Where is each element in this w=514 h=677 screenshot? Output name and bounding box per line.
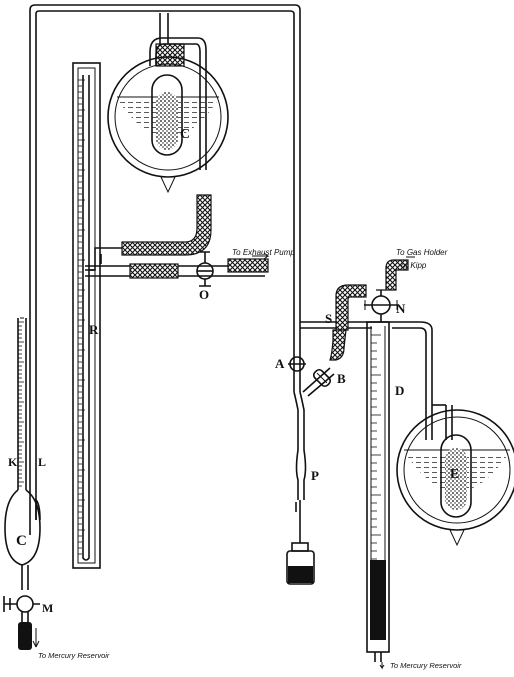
burette-d: D To Mercury Reservoir — [366, 321, 462, 670]
note-reservoir-right: To Mercury Reservoir — [390, 661, 462, 670]
manometer-r: R — [72, 62, 101, 569]
rubber-connector-upper — [85, 194, 212, 271]
exhaust-line: O To Exhaust Pump — [85, 248, 295, 302]
label-p: P — [311, 468, 319, 483]
label-m: M — [42, 601, 53, 615]
flask-e: E — [396, 400, 514, 547]
label-o: O — [199, 287, 209, 302]
label-a: A — [275, 356, 285, 371]
overhead-tube — [29, 4, 301, 535]
label-k: K — [8, 455, 18, 469]
label-r: R — [89, 322, 99, 337]
label-d: D — [395, 383, 404, 398]
note-exhaust: To Exhaust Pump — [232, 248, 295, 257]
label-c-left: C — [16, 533, 27, 549]
label-l: L — [38, 455, 46, 469]
middle-assembly: A B P — [275, 320, 346, 585]
label-e: E — [450, 467, 459, 482]
note-reservoir-left: To Mercury Reservoir — [38, 651, 110, 660]
label-s: S — [325, 311, 332, 326]
note-gas-holder-2: or Kipp — [401, 261, 427, 270]
left-burette: K L C M To Mercury Reservoir — [3, 317, 110, 660]
label-b: B — [337, 371, 346, 386]
label-c-top: C — [180, 127, 190, 142]
burette-head: S N To Gas Holder or Kipp — [300, 248, 448, 400]
flask-c-top: C — [107, 13, 229, 194]
note-gas-holder-1: To Gas Holder — [396, 248, 448, 257]
label-n: N — [396, 301, 406, 316]
